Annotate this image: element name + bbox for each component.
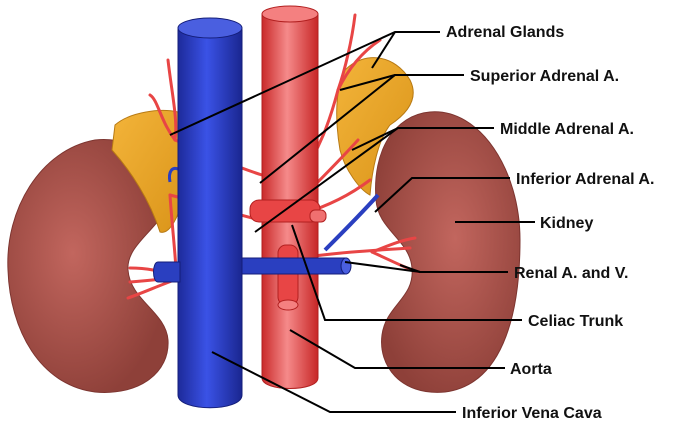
label-aorta: Aorta xyxy=(510,361,552,378)
label-adrenal-glands: Adrenal Glands xyxy=(446,24,564,41)
label-inferior-adrenal-artery: Inferior Adrenal A. xyxy=(516,171,654,188)
right-renal-vein xyxy=(241,257,351,275)
label-renal-artery-vein: Renal A. and V. xyxy=(514,265,628,282)
label-kidney: Kidney xyxy=(540,215,593,232)
aorta-top xyxy=(261,5,319,23)
label-middle-adrenal-artery: Middle Adrenal A. xyxy=(500,121,634,138)
aorta xyxy=(261,7,319,389)
right-renal-vein-end xyxy=(340,257,352,275)
inferior-vena-cava xyxy=(177,20,243,409)
leader-lines xyxy=(169,31,535,413)
label-superior-adrenal-artery: Superior Adrenal A. xyxy=(470,68,619,85)
label-celiac-trunk: Celiac Trunk xyxy=(528,313,623,330)
right-kidney xyxy=(375,111,521,393)
left-renal-vein xyxy=(153,261,181,283)
label-inferior-vena-cava: Inferior Vena Cava xyxy=(462,405,602,422)
right-adrenal-gland xyxy=(336,57,414,196)
vena-cava-top xyxy=(177,17,243,39)
right-adrenal-vein xyxy=(323,193,380,252)
